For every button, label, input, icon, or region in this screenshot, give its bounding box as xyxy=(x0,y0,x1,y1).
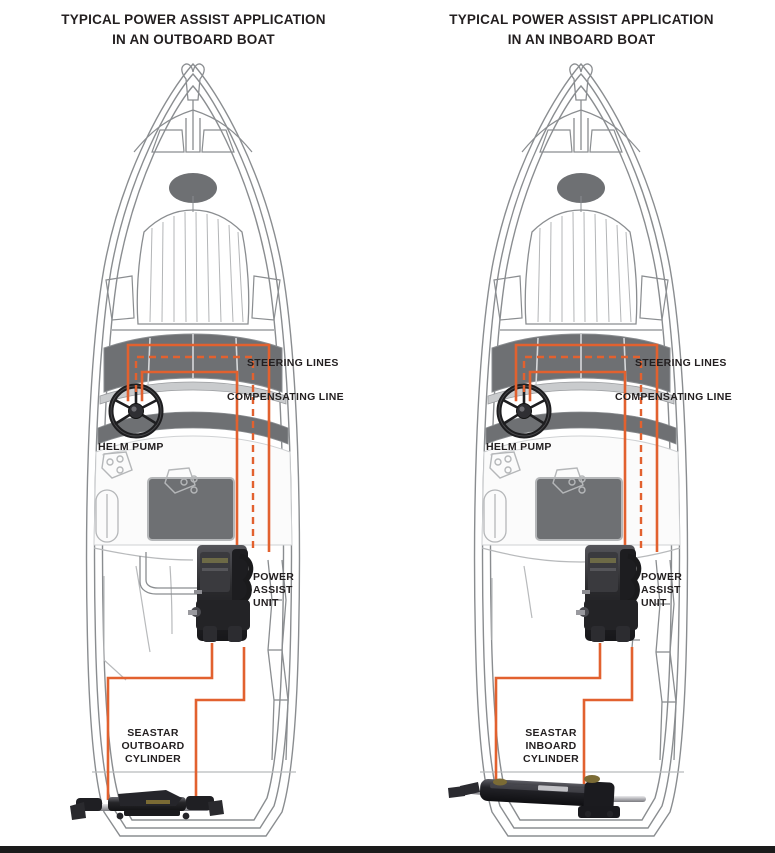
inboard-boat-stage: STEERING LINES COMPENSATING LINE HELM PU… xyxy=(388,0,775,853)
power-assist-line-2: ASSIST xyxy=(253,584,293,596)
compensating-line xyxy=(134,355,255,548)
cylinder-line-3: CYLINDER xyxy=(124,753,182,765)
assist-to-cylinder-lines xyxy=(494,643,634,806)
outboard-boat-stage: STEERING LINES COMPENSATING LINE HELM PU… xyxy=(0,0,387,853)
bottom-rule xyxy=(0,846,775,853)
inboard-boat-drawing xyxy=(448,62,689,837)
foredeck-hatches xyxy=(133,109,253,153)
helm-console xyxy=(93,435,293,546)
title-line-1: TYPICAL POWER ASSIST APPLICATION xyxy=(61,12,326,27)
cylinder-line-2: INBOARD xyxy=(525,740,577,752)
cockpit-deck xyxy=(93,547,194,681)
cylinder-line-1: SEASTAR xyxy=(525,727,577,739)
side-lockers-fore xyxy=(493,275,669,321)
side-lockers-fore xyxy=(105,275,281,321)
compensating-line xyxy=(522,355,643,548)
callout-compensating-line: COMPENSATING LINE xyxy=(615,391,732,403)
power-assist-line-3: UNIT xyxy=(641,597,667,609)
side-seat-trim xyxy=(95,489,119,543)
callout-helm-pump: HELM PUMP xyxy=(98,441,164,453)
panel-inboard-title: TYPICAL POWER ASSIST APPLICATION IN AN I… xyxy=(388,10,775,50)
bow-pulpit xyxy=(569,63,593,153)
assist-to-cylinder-lines xyxy=(106,643,246,800)
outboard-boat-drawing xyxy=(70,62,301,837)
bow-deck-plate xyxy=(557,173,605,203)
callout-helm-pump: HELM PUMP xyxy=(486,441,552,453)
steering-lines-to-unit xyxy=(235,420,271,552)
cup-holders xyxy=(101,451,198,494)
panel-outboard-title: TYPICAL POWER ASSIST APPLICATION IN AN O… xyxy=(0,10,387,50)
callout-steering-lines: STEERING LINES xyxy=(247,357,339,369)
title-line-2: IN AN OUTBOARD BOAT xyxy=(112,32,275,47)
seastar-outboard-cylinder xyxy=(70,790,224,820)
hull-outline xyxy=(473,62,689,837)
cylinder-line-3: CYLINDER xyxy=(522,753,580,765)
power-assist-line-2: ASSIST xyxy=(641,584,681,596)
helm-console xyxy=(481,435,681,546)
power-assist-line-1: POWER xyxy=(641,571,683,583)
hull-outline xyxy=(85,62,301,837)
foredeck-hatches xyxy=(521,109,641,153)
callout-power-assist-unit: POWER ASSIST UNIT xyxy=(641,571,682,610)
cylinder-line-1: SEASTAR xyxy=(127,727,179,739)
panel-outboard: TYPICAL POWER ASSIST APPLICATION IN AN O… xyxy=(0,0,387,853)
callout-power-assist-unit: POWER ASSIST UNIT xyxy=(253,571,294,610)
cup-holders xyxy=(489,451,586,494)
cylinder-line-2: OUTBOARD xyxy=(121,740,185,752)
power-assist-unit xyxy=(576,545,642,642)
bow-deck-plate xyxy=(169,173,217,203)
power-assist-unit xyxy=(188,545,254,642)
callout-compensating-line: COMPENSATING LINE xyxy=(227,391,344,403)
steering-lines-to-unit xyxy=(623,420,659,552)
title-line-1: TYPICAL POWER ASSIST APPLICATION xyxy=(449,12,714,27)
title-line-2: IN AN INBOARD BOAT xyxy=(507,32,656,47)
bow-sunpad xyxy=(524,196,638,325)
steering-lines xyxy=(514,343,659,422)
cockpit-deck xyxy=(481,547,681,640)
panel-inboard: TYPICAL POWER ASSIST APPLICATION IN AN I… xyxy=(388,0,775,853)
callout-cylinder: SEASTAR OUTBOARD CYLINDER xyxy=(108,727,198,766)
stern-structure xyxy=(267,559,289,761)
bow-sunpad xyxy=(136,196,250,325)
seastar-inboard-cylinder xyxy=(448,775,646,818)
side-seat-trim xyxy=(483,489,507,543)
bow-pulpit xyxy=(181,63,205,153)
callout-steering-lines: STEERING LINES xyxy=(635,357,727,369)
steering-lines xyxy=(126,343,271,422)
power-assist-line-1: POWER xyxy=(253,571,295,583)
callout-cylinder: SEASTAR INBOARD CYLINDER xyxy=(506,727,596,766)
transom-rails xyxy=(139,552,206,595)
power-assist-line-3: UNIT xyxy=(253,597,279,609)
